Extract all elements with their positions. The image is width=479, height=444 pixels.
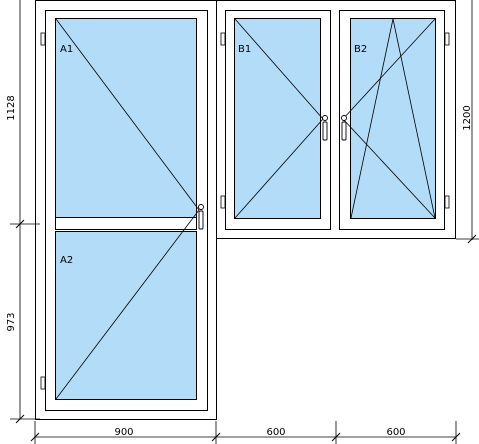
dimension-door-lower: 973 bbox=[6, 312, 17, 331]
bottom-dimension-line bbox=[30, 421, 461, 444]
opening-line-b2-bottom bbox=[342, 118, 436, 219]
handle-b1-icon bbox=[322, 115, 328, 141]
pane-label-a1: A1 bbox=[60, 44, 73, 55]
opening-line-a2 bbox=[55, 209, 200, 400]
opening-line-b1-top bbox=[234, 18, 324, 120]
glass-b2 bbox=[350, 18, 436, 219]
dimension-window-height: 1200 bbox=[462, 105, 473, 130]
hinge-icon bbox=[444, 195, 450, 209]
hinge-icon bbox=[40, 376, 46, 390]
right-dimension-line bbox=[456, 0, 479, 244]
door-handle-icon bbox=[198, 204, 204, 230]
glass-b1 bbox=[234, 18, 321, 219]
hinge-icon bbox=[220, 32, 226, 46]
left-dimension-line bbox=[10, 0, 40, 424]
dimension-door-upper: 1128 bbox=[6, 95, 17, 120]
hinge-icon bbox=[40, 32, 46, 46]
glass-a2 bbox=[55, 231, 197, 400]
hinge-icon bbox=[444, 32, 450, 46]
handle-b2-icon bbox=[341, 115, 347, 141]
tilt-line-b2-right bbox=[392, 18, 436, 219]
opening-line-b1-bottom bbox=[234, 118, 324, 219]
tilt-line-b2-left bbox=[350, 18, 394, 219]
pane-label-a2: A2 bbox=[60, 255, 73, 266]
pane-label-b1: B1 bbox=[238, 44, 251, 55]
dimension-sash-b2-width: 600 bbox=[386, 427, 405, 438]
pane-label-b2: B2 bbox=[354, 44, 367, 55]
dimension-door-width: 900 bbox=[114, 427, 133, 438]
glass-a1 bbox=[55, 18, 197, 218]
hinge-icon bbox=[220, 195, 226, 209]
dimension-sash-b1-width: 600 bbox=[266, 427, 285, 438]
opening-line-a1 bbox=[55, 18, 200, 211]
opening-line-b2-top bbox=[342, 18, 436, 120]
door-transom bbox=[55, 217, 197, 230]
